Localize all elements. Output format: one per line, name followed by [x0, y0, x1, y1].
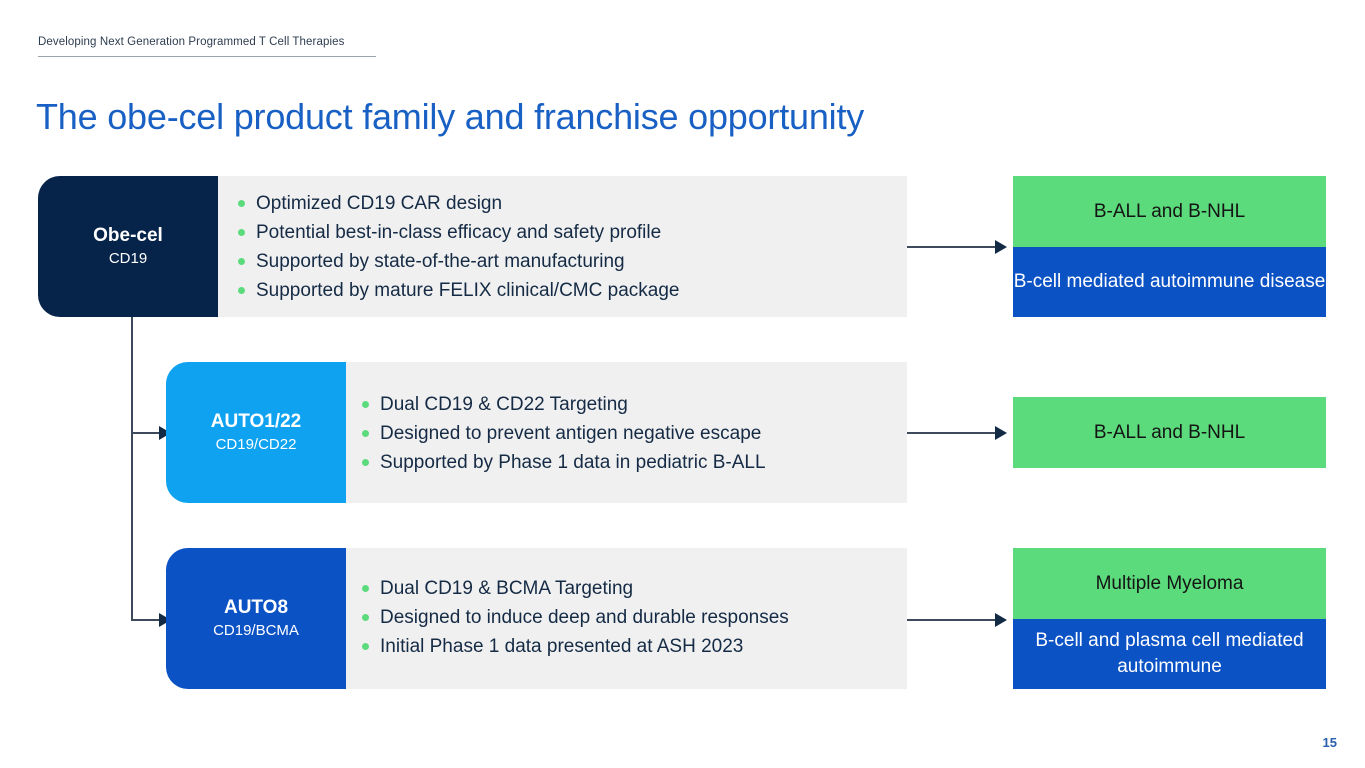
connector-arrowhead-auto8	[995, 613, 1007, 627]
tree-branch-line-auto1-22	[131, 432, 171, 434]
list-item: Initial Phase 1 data presented at ASH 20…	[360, 632, 789, 661]
product-chip-obe-cel[interactable]: Obe-cel CD19	[38, 176, 218, 317]
outcome-label: B-cell mediated autoimmune disease	[1013, 271, 1326, 292]
bullet-dot-icon	[362, 401, 369, 408]
bullet-list-auto1-22: Dual CD19 & CD22 Targeting Designed to p…	[360, 390, 766, 477]
slide-kicker: Developing Next Generation Programmed T …	[38, 36, 345, 48]
list-item: Dual CD19 & CD22 Targeting	[360, 390, 766, 419]
page-number: 15	[1322, 735, 1337, 750]
bullet-dot-icon	[362, 585, 369, 592]
outcome-label: B-cell and plasma cell mediated autoimmu…	[1035, 630, 1304, 677]
tree-branch-line-auto8	[131, 619, 171, 621]
list-item: Designed to prevent antigen negative esc…	[360, 419, 766, 448]
row-panel-auto1-22	[345, 362, 907, 503]
bullet-list-auto8: Dual CD19 & BCMA Targeting Designed to i…	[360, 574, 789, 661]
list-item: Dual CD19 & BCMA Targeting	[360, 574, 789, 603]
bullet-text: Supported by state-of-the-art manufactur…	[256, 251, 625, 272]
product-chip-subtitle: CD19/BCMA	[213, 622, 299, 640]
outcome-box-b-all-b-nhl-2: B-ALL and B-NHL	[1013, 397, 1326, 468]
product-chip-subtitle: CD19	[108, 250, 148, 268]
bullet-dot-icon	[238, 229, 245, 236]
bullet-text: Initial Phase 1 data presented at ASH 20…	[380, 636, 744, 657]
bullet-text: Supported by mature FELIX clinical/CMC p…	[256, 280, 680, 301]
bullet-text: Dual CD19 & CD22 Targeting	[380, 394, 628, 415]
bullet-dot-icon	[238, 287, 245, 294]
bullet-dot-icon	[362, 430, 369, 437]
outcome-label: B-ALL and B-NHL	[1093, 200, 1246, 222]
tree-trunk-line	[131, 317, 133, 621]
outcome-label: B-ALL and B-NHL	[1093, 421, 1246, 443]
bullet-text: Designed to prevent antigen negative esc…	[380, 423, 762, 444]
connector-line-obe-cel	[907, 246, 997, 248]
product-chip-name: Obe-cel	[93, 225, 163, 247]
bullet-dot-icon	[362, 459, 369, 466]
list-item: Potential best-in-class efficacy and saf…	[236, 218, 679, 247]
bullet-text: Potential best-in-class efficacy and saf…	[256, 222, 662, 243]
outcome-box-b-cell-autoimmune: B-cell mediated autoimmune disease	[1013, 247, 1326, 317]
row-panel-auto8	[345, 548, 907, 689]
product-chip-name: AUTO1/22	[210, 411, 302, 433]
bullet-text: Optimized CD19 CAR design	[256, 193, 503, 214]
outcome-box-b-cell-plasma-autoimmune: B-cell and plasma cell mediated autoimmu…	[1013, 619, 1326, 689]
connector-line-auto8	[907, 619, 997, 621]
list-item: Supported by Phase 1 data in pediatric B…	[360, 448, 766, 477]
bullet-dot-icon	[362, 643, 369, 650]
product-chip-name: AUTO8	[223, 597, 289, 619]
product-chip-auto8[interactable]: AUTO8 CD19/BCMA	[166, 548, 346, 689]
list-item: Optimized CD19 CAR design	[236, 189, 679, 218]
bullet-text: Supported by Phase 1 data in pediatric B…	[380, 452, 766, 473]
list-item: Designed to induce deep and durable resp…	[360, 603, 789, 632]
bullet-text: Dual CD19 & BCMA Targeting	[380, 578, 634, 599]
bullet-dot-icon	[238, 200, 245, 207]
list-item: Supported by state-of-the-art manufactur…	[236, 247, 679, 276]
bullet-dot-icon	[238, 258, 245, 265]
bullet-dot-icon	[362, 614, 369, 621]
bullet-text: Designed to induce deep and durable resp…	[380, 607, 789, 628]
outcome-box-b-all-b-nhl-1: B-ALL and B-NHL	[1013, 176, 1326, 247]
connector-line-auto1-22	[907, 432, 997, 434]
header-divider	[38, 56, 376, 57]
list-item: Supported by mature FELIX clinical/CMC p…	[236, 276, 679, 305]
page-title: The obe-cel product family and franchise…	[36, 96, 865, 138]
connector-arrowhead-obe-cel	[995, 240, 1007, 254]
row-panel-obe-cel	[210, 176, 907, 317]
connector-arrowhead-auto1-22	[995, 426, 1007, 440]
bullet-list-obe-cel: Optimized CD19 CAR design Potential best…	[236, 189, 679, 305]
product-chip-subtitle: CD19/CD22	[215, 436, 297, 454]
outcome-box-multiple-myeloma: Multiple Myeloma	[1013, 548, 1326, 619]
outcome-label: Multiple Myeloma	[1095, 572, 1244, 594]
product-chip-auto1-22[interactable]: AUTO1/22 CD19/CD22	[166, 362, 346, 503]
